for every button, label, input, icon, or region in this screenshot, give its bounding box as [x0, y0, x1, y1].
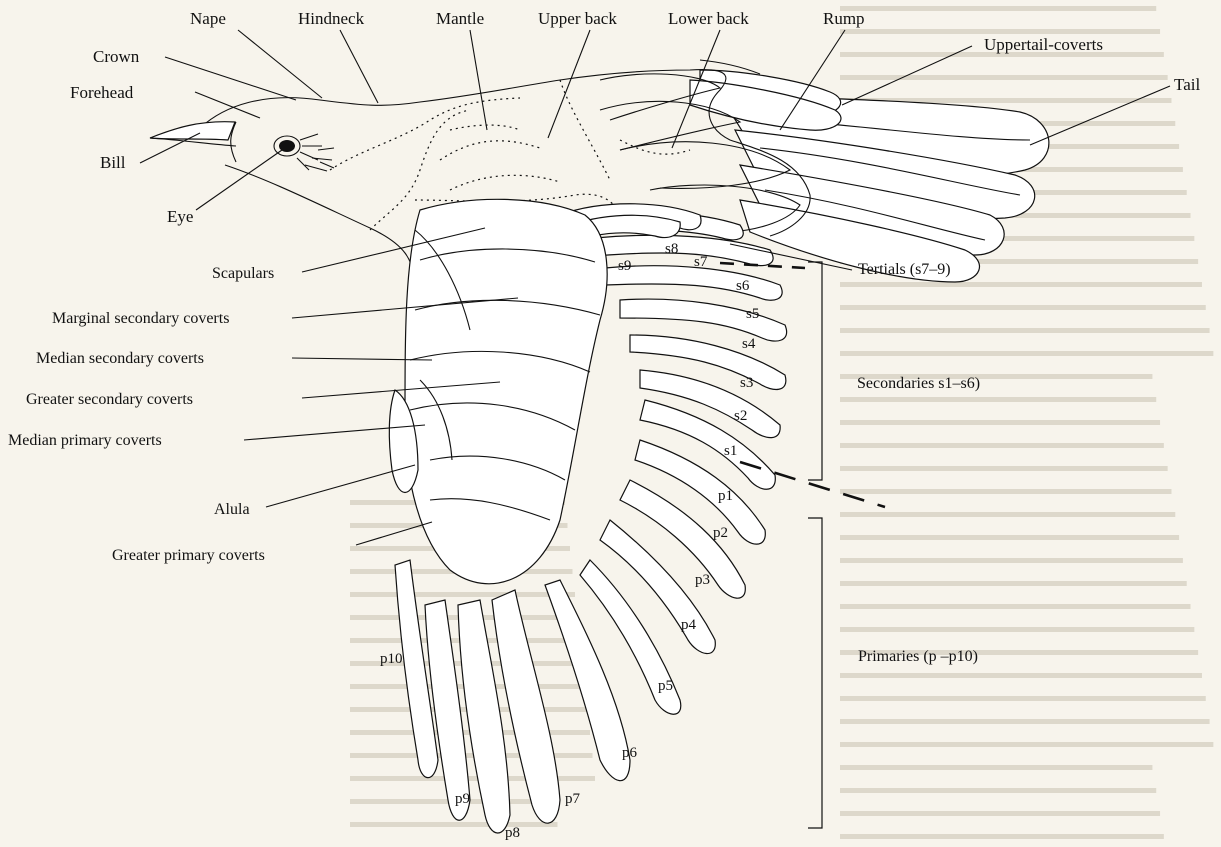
background-text-line	[840, 489, 1171, 494]
feather-p2: p2	[713, 525, 728, 541]
label-greater-primary-coverts: Greater primary coverts	[112, 547, 265, 564]
background-text-line	[840, 535, 1179, 540]
feather-s1: s1	[724, 443, 737, 459]
background-text-line	[840, 581, 1187, 586]
background-text-line	[350, 592, 575, 597]
feather-s5: s5	[746, 306, 759, 322]
background-text-line	[840, 604, 1191, 609]
label-alula: Alula	[214, 501, 250, 518]
label-mantle: Mantle	[436, 9, 484, 28]
brackets	[808, 262, 822, 828]
label-forehead: Forehead	[70, 83, 134, 102]
label-scapulars: Scapulars	[212, 265, 274, 282]
label-bill: Bill	[100, 153, 126, 172]
background-text-line	[840, 305, 1206, 310]
leader-crown	[165, 57, 296, 100]
label-rump: Rump	[823, 9, 865, 28]
label-crown: Crown	[93, 47, 140, 66]
background-text-line	[840, 512, 1175, 517]
feather-s4: s4	[742, 336, 756, 352]
part-labels: Nape Hindneck Mantle Upper back Lower ba…	[8, 9, 1200, 665]
feather-p8: p8	[505, 825, 520, 841]
label-nape: Nape	[190, 9, 226, 28]
feather-p4: p4	[681, 617, 697, 633]
feather-p1: p1	[718, 488, 733, 504]
feather-p10: p10	[380, 651, 403, 667]
label-marginal-secondary-coverts: Marginal secondary coverts	[52, 310, 229, 327]
label-secondaries: Secondaries s1–s6)	[857, 375, 980, 392]
label-tertials: Tertials (s7–9)	[858, 261, 951, 278]
background-text-line	[840, 397, 1156, 402]
background-text-line	[840, 420, 1160, 425]
label-primaries: Primaries (p –p10)	[858, 648, 978, 665]
background-text-line	[840, 765, 1152, 770]
feather-p5: p5	[658, 678, 673, 694]
background-text-line	[840, 811, 1160, 816]
feather-p7: p7	[565, 791, 581, 807]
background-text-line	[840, 788, 1156, 793]
label-upper-back: Upper back	[538, 9, 617, 28]
background-text-line	[840, 834, 1164, 839]
background-text-line	[350, 822, 558, 827]
background-text-line	[840, 443, 1164, 448]
background-text-line	[840, 6, 1156, 11]
leader-tail	[1030, 86, 1170, 145]
background-text-line	[350, 753, 593, 758]
leader-eye	[196, 150, 282, 210]
background-text-line	[840, 328, 1210, 333]
leader-upper-back	[548, 30, 590, 138]
background-text-line	[840, 282, 1202, 287]
feather-p3: p3	[695, 572, 710, 588]
background-text-line	[840, 673, 1202, 678]
background-text-line	[840, 558, 1183, 563]
label-greater-secondary-coverts: Greater secondary coverts	[26, 391, 193, 408]
background-text-line	[840, 75, 1168, 80]
background-text-line	[840, 742, 1213, 747]
background-text-line	[840, 627, 1194, 632]
leader-hindneck	[340, 30, 378, 103]
background-text-line	[840, 696, 1206, 701]
label-eye: Eye	[167, 207, 193, 226]
label-uppertail-coverts: Uppertail-coverts	[984, 35, 1103, 54]
label-median-secondary-coverts: Median secondary coverts	[36, 350, 204, 367]
feather-s7: s7	[694, 254, 708, 270]
background-text-line	[840, 719, 1210, 724]
label-tail: Tail	[1174, 75, 1200, 94]
background-text-line	[840, 466, 1168, 471]
label-lower-back: Lower back	[668, 9, 749, 28]
background-text-line	[840, 351, 1213, 356]
feather-s6: s6	[736, 278, 750, 294]
feather-s8: s8	[665, 241, 678, 257]
leader-mantle	[470, 30, 487, 130]
feather-p9: p9	[455, 791, 470, 807]
wing-drawing	[389, 199, 786, 833]
leader-forehead	[195, 92, 260, 118]
feather-p6: p6	[622, 745, 638, 761]
leader-nape	[238, 30, 322, 98]
feather-s2: s2	[734, 408, 747, 424]
feather-s3: s3	[740, 375, 753, 391]
label-median-primary-coverts: Median primary coverts	[8, 432, 162, 449]
background-text-line	[840, 29, 1160, 34]
label-hindneck: Hindneck	[298, 9, 365, 28]
feather-s9: s9	[618, 258, 631, 274]
